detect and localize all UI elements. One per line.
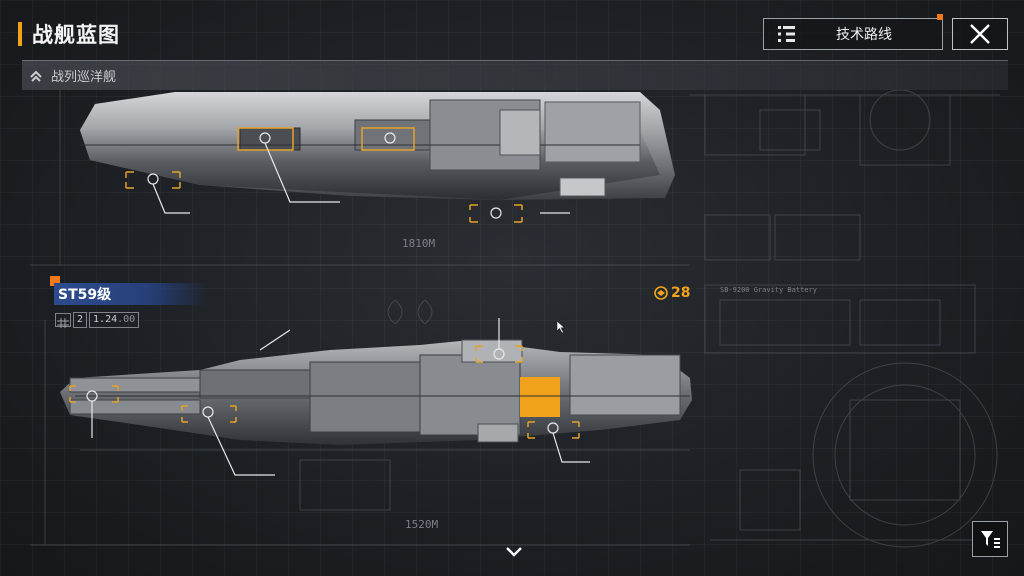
ship-score: 28 [654,285,690,301]
top-ship-hardpoints [125,127,523,223]
grid-icon [55,313,71,328]
mouse-cursor-icon [556,320,566,334]
page-title: 战舰蓝图 [32,23,120,47]
stat-value-suffix: .00 [117,314,136,325]
stat-value: 1.24.00 [89,312,140,328]
top-ship-hull [80,92,675,200]
score-value: 28 [671,285,691,301]
bottom-ship-hull [60,339,692,445]
category-bar[interactable]: 战列巡洋舰 [22,60,1008,90]
category-label: 战列巡洋舰 [51,70,117,85]
emblem-icon [654,286,668,300]
title-accent [18,22,22,46]
ship-label-tag [50,276,60,286]
ship-stat-row: 2 1.24.00 [55,312,140,328]
list-tree-icon [778,26,795,42]
bottom-length-label: 1520M [405,518,438,531]
tech-route-button[interactable]: 技术路线 [763,14,943,50]
battery-label: SB-9200 Gravity Battery [720,286,817,294]
close-icon [970,24,990,44]
bottom-ship-callouts [86,318,590,476]
page-title-wrap: 战舰蓝图 [18,18,120,50]
stat-level: 2 [73,312,88,328]
ship-name-bar: ST59级 [54,283,209,305]
top-length-label: 1810M [402,237,435,250]
filter-button[interactable] [972,521,1008,557]
stat-value-main: 1.24 [93,314,118,325]
schematic-lines [30,89,1000,548]
top-ship-callouts [147,132,570,219]
bottom-ship-hardpoints [69,345,580,439]
filter-icon [981,531,1000,548]
tech-route-label: 技术路线 [836,27,892,43]
notification-dot [937,14,943,20]
chevron-down-icon[interactable] [505,546,523,558]
ship-name: ST59级 [58,287,112,303]
chevron-up-rank-icon [30,70,42,82]
close-button[interactable] [952,18,1008,50]
